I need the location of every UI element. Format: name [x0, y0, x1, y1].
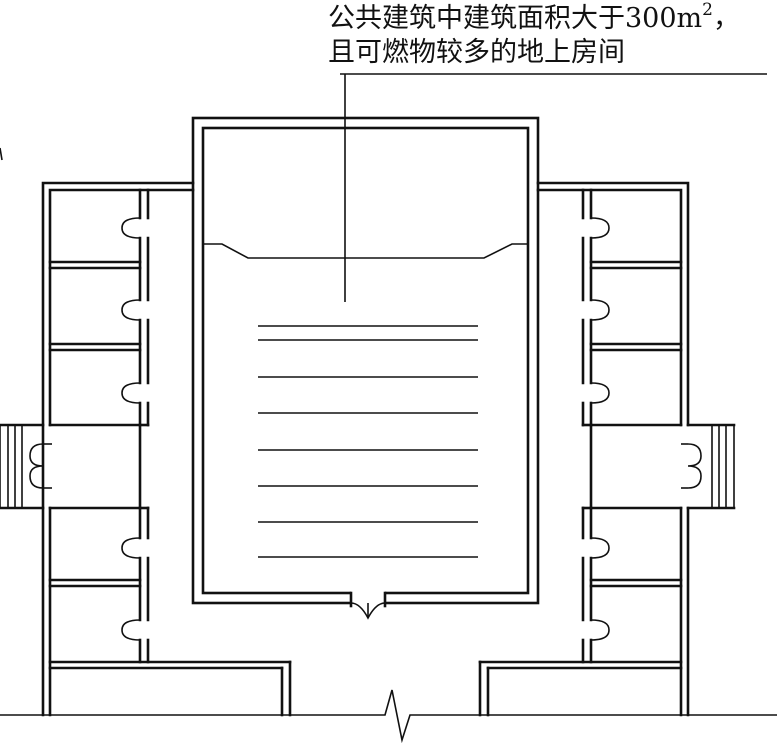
right-wing: [478, 181, 736, 717]
left-edge-mark: [0, 147, 3, 161]
left-wing: [0, 181, 292, 717]
right-exit: [681, 423, 736, 510]
leader-line: [340, 73, 767, 302]
break-line: [0, 689, 777, 743]
right-room-doors: [590, 217, 610, 641]
central-large-room: [191, 116, 540, 620]
annotation-line-1-comma: ，: [712, 3, 740, 34]
superscript-2: 2: [702, 0, 713, 20]
annotation-label: 公共建筑中建筑面积大于300m2， 且可燃物较多的地上房间: [328, 2, 740, 70]
seating-rows: [258, 325, 478, 558]
annotation-line-1-text: 公共建筑中建筑面积大于300m: [328, 3, 703, 34]
left-room-doors: [121, 217, 141, 641]
annotation-line-2: 且可燃物较多的地上房间: [328, 37, 625, 68]
main-double-door: [349, 590, 387, 620]
annotation-line-1: 公共建筑中建筑面积大于300m2，: [328, 2, 740, 36]
left-exit: [0, 423, 52, 510]
